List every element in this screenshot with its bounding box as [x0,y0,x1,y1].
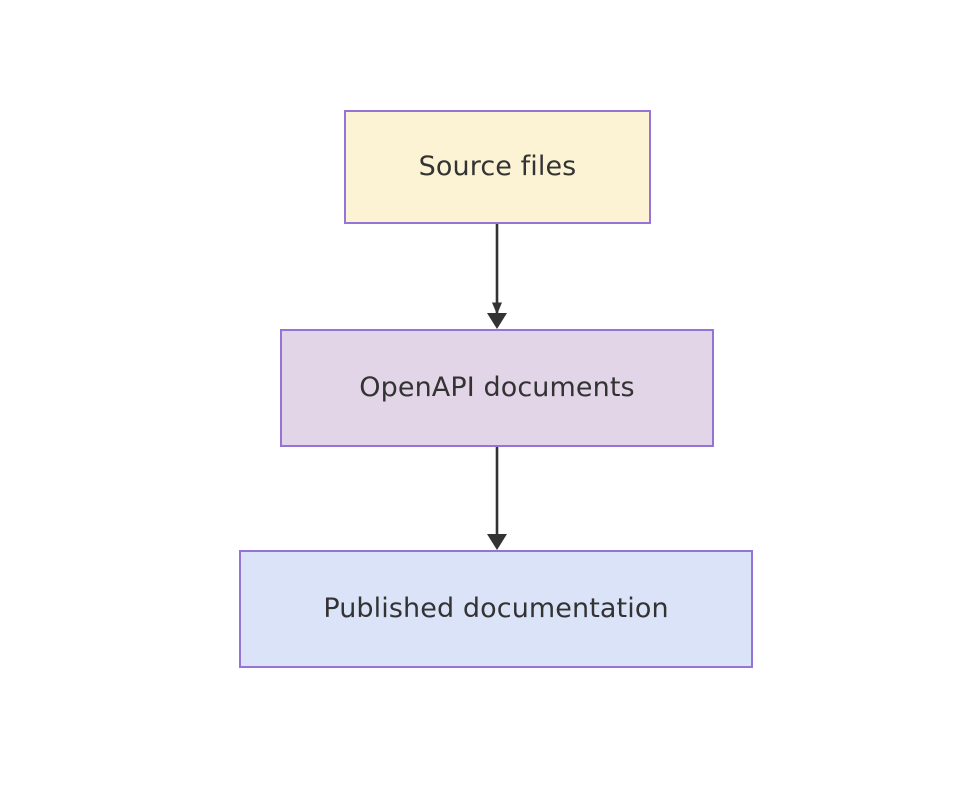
arrow-head-icon [487,313,507,329]
flow-node-label: Source files [418,150,577,182]
edge-source-to-openapi [487,224,507,329]
flow-node-source-files[interactable]: Source files [344,110,651,224]
flow-node-label: OpenAPI documents [359,371,635,403]
flow-node-openapi-documents[interactable]: OpenAPI documents [280,329,714,447]
flow-node-label: Published documentation [323,592,669,624]
flow-node-published-documentation[interactable]: Published documentation [239,550,753,668]
arrow-head-icon [487,534,507,550]
edge-openapi-to-published [487,447,507,550]
